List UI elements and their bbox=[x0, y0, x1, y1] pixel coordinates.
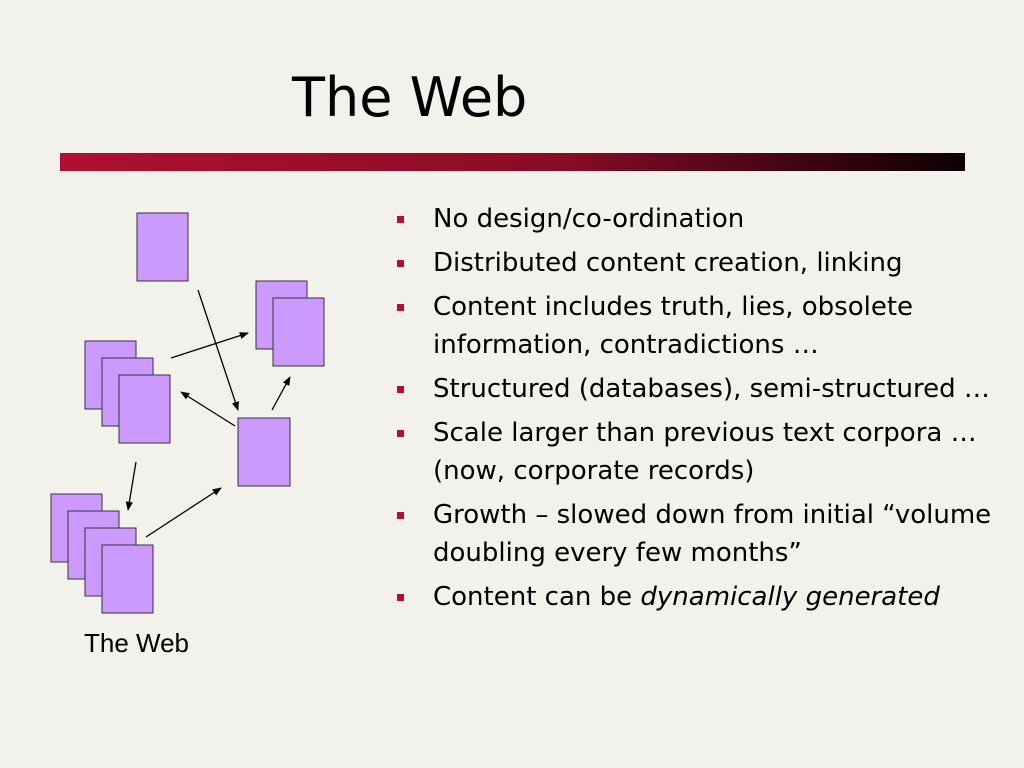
square-bullet-icon bbox=[397, 386, 404, 393]
square-bullet-icon bbox=[397, 216, 404, 223]
slide-title: The Web bbox=[292, 66, 528, 129]
bullet-list: No design/co-ordination Distributed cont… bbox=[394, 200, 1009, 622]
square-bullet-icon bbox=[397, 304, 404, 311]
link-arrow bbox=[125, 461, 137, 511]
web-diagram bbox=[50, 212, 325, 614]
diagram-caption: The Web bbox=[84, 628, 190, 658]
bullet-text: Structured (databases), semi-structured … bbox=[433, 374, 990, 404]
bullet-text: Distributed content creation, linking bbox=[433, 248, 903, 278]
bullet-item: No design/co-ordination bbox=[394, 200, 1009, 238]
bullet-item: Content includes truth, lies, obsolete i… bbox=[394, 288, 1009, 364]
bullet-text: Scale larger than previous text corpora … bbox=[433, 418, 977, 486]
bullet-text: Content includes truth, lies, obsolete i… bbox=[433, 292, 914, 360]
bullet-emphasis: dynamically generated bbox=[640, 582, 940, 612]
square-bullet-icon bbox=[397, 594, 404, 601]
link-arrow bbox=[271, 376, 291, 411]
bullet-item: Content can be dynamically generated bbox=[394, 578, 1009, 616]
square-bullet-icon bbox=[397, 512, 404, 519]
page-icon bbox=[118, 374, 171, 444]
page-icon bbox=[272, 297, 325, 367]
page-icon bbox=[237, 417, 291, 487]
bullet-item: Scale larger than previous text corpora … bbox=[394, 414, 1009, 490]
bullet-text: No design/co-ordination bbox=[433, 204, 745, 234]
bullet-text: Content can be bbox=[433, 582, 641, 612]
bullet-item: Distributed content creation, linking bbox=[394, 244, 1009, 282]
square-bullet-icon bbox=[397, 430, 404, 437]
link-arrow bbox=[180, 391, 236, 427]
link-arrow bbox=[197, 289, 239, 411]
page-icon bbox=[101, 544, 154, 614]
bullet-text: Growth – slowed down from initial “volum… bbox=[433, 500, 992, 568]
link-arrow bbox=[145, 487, 222, 538]
bullet-item: Structured (databases), semi-structured … bbox=[394, 370, 1009, 408]
bullet-item: Growth – slowed down from initial “volum… bbox=[394, 496, 1009, 572]
link-arrow bbox=[170, 332, 249, 359]
page-icon bbox=[136, 212, 189, 282]
square-bullet-icon bbox=[397, 260, 404, 267]
title-divider-bar bbox=[60, 153, 965, 171]
